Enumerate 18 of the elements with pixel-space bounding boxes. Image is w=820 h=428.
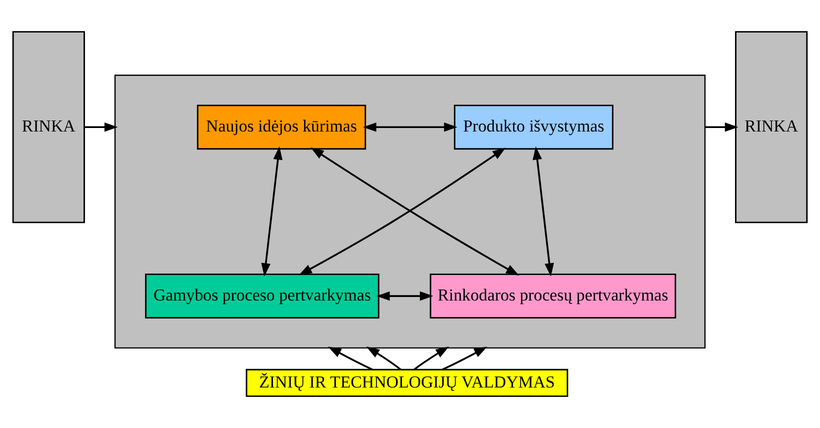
node-box: Gamybos proceso pertvarkymas <box>145 274 380 318</box>
node-box: Naujos idėjos kūrimas <box>196 104 366 150</box>
arrow <box>261 146 283 277</box>
node-box: Rinkodaros procesų pertvarkymas <box>430 274 676 318</box>
node-box: RINKA <box>12 31 85 224</box>
cluster <box>114 74 706 349</box>
node-box: ŽINIŲ IR TECHNOLOGIJŲ VALDYMAS <box>246 368 568 397</box>
arrow <box>328 346 373 370</box>
node-box: Produkto išvystymas <box>454 104 614 150</box>
arrow <box>366 346 402 370</box>
arrow <box>704 122 738 132</box>
arrow <box>442 346 488 370</box>
arrow <box>376 291 434 301</box>
arrow <box>84 122 118 132</box>
node-box: RINKA <box>735 31 808 224</box>
arrow <box>414 346 450 370</box>
arrow <box>532 146 554 277</box>
arrow <box>362 122 458 132</box>
